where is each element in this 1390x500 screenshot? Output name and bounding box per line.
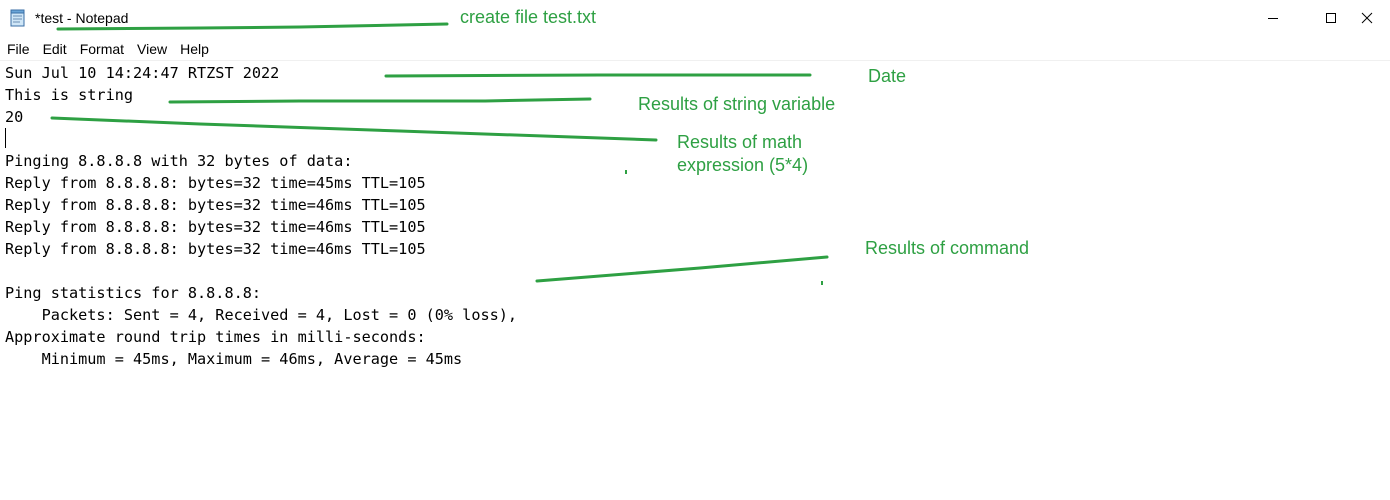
menu-help[interactable]: Help xyxy=(180,41,209,57)
menu-format[interactable]: Format xyxy=(79,41,125,57)
editor-lines: Sun Jul 10 14:24:47 RTZST 2022 This is s… xyxy=(5,62,517,370)
editor-line-empty xyxy=(5,260,517,282)
editor-line-rtt-values: Minimum = 45ms, Maximum = 46ms, Average … xyxy=(5,350,463,368)
menu-file[interactable]: File xyxy=(7,41,30,57)
window-title: *test - Notepad xyxy=(35,10,129,26)
close-icon xyxy=(1361,12,1373,24)
editor-line-packets: Packets: Sent = 4, Received = 4, Lost = … xyxy=(5,306,518,324)
maximize-icon xyxy=(1326,13,1336,23)
editor-line-reply: Reply from 8.8.8.8: bytes=32 time=45ms T… xyxy=(5,174,426,192)
menu-view[interactable]: View xyxy=(137,41,168,57)
editor-line-string: This is string xyxy=(5,86,134,104)
annotation-command: Results of command xyxy=(865,238,1030,258)
title-bar: *test - Notepad xyxy=(0,0,1390,38)
menu-bar: File Edit Format View Help xyxy=(0,38,1390,60)
text-caret xyxy=(5,128,6,148)
editor-line-ping-header: Pinging 8.8.8.8 with 32 bytes of data: xyxy=(5,152,353,170)
annotation-create-file: create file test.txt xyxy=(460,7,597,27)
minimize-button[interactable] xyxy=(1250,0,1296,36)
annotation-math-line1: Results of math xyxy=(677,132,803,152)
editor-line-reply: Reply from 8.8.8.8: bytes=32 time=46ms T… xyxy=(5,240,426,258)
editor-line-rtt-header: Approximate round trip times in milli-se… xyxy=(5,328,426,346)
close-button[interactable] xyxy=(1344,0,1390,36)
notepad-icon xyxy=(10,9,25,27)
editor-line-reply: Reply from 8.8.8.8: bytes=32 time=46ms T… xyxy=(5,196,426,214)
maximize-button[interactable] xyxy=(1308,0,1354,36)
editor-line-empty xyxy=(5,128,517,150)
editor-line-math: 20 xyxy=(5,108,24,126)
editor-line-stats-header: Ping statistics for 8.8.8.8: xyxy=(5,284,262,302)
annotation-date: Date xyxy=(868,66,907,86)
minimize-icon xyxy=(1268,18,1278,19)
annotation-math-line2: expression (5*4) xyxy=(677,155,809,175)
menu-divider xyxy=(0,60,1390,61)
text-editor[interactable]: Sun Jul 10 14:24:47 RTZST 2022 This is s… xyxy=(0,61,1390,500)
editor-line-date: Sun Jul 10 14:24:47 RTZST 2022 xyxy=(5,64,280,82)
annotation-string-variable: Results of string variable xyxy=(638,94,836,114)
editor-line-reply: Reply from 8.8.8.8: bytes=32 time=46ms T… xyxy=(5,218,426,236)
menu-edit[interactable]: Edit xyxy=(42,41,67,57)
